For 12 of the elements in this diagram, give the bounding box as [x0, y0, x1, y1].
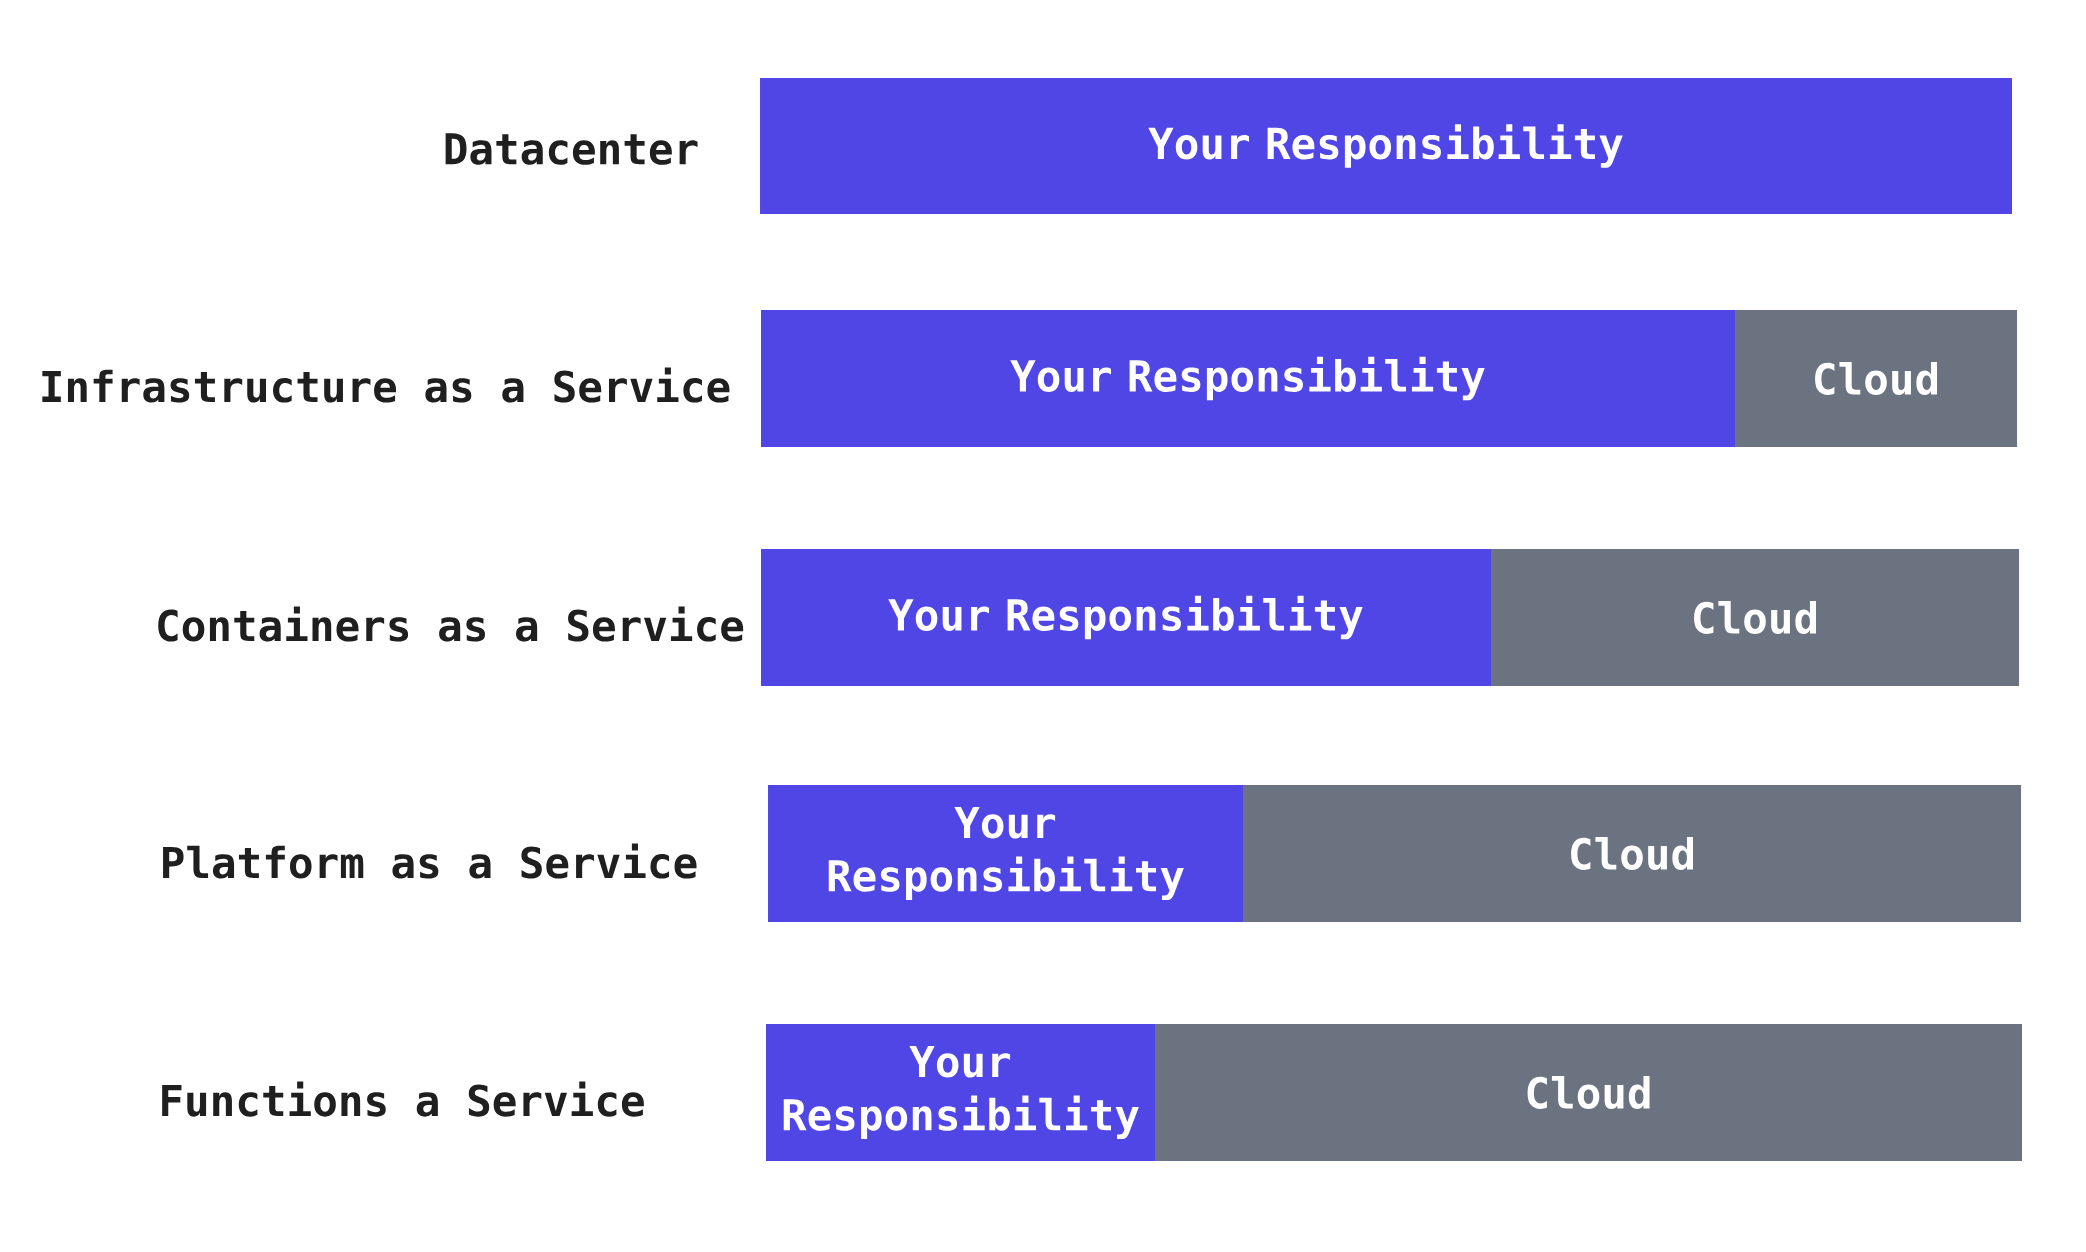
bar-segment: Your Responsibility: [760, 78, 2013, 214]
bar-segment: Cloud: [1243, 785, 2022, 922]
bar-segment: Cloud: [1155, 1024, 2023, 1161]
row-label: Platform as a Service: [163, 843, 697, 879]
bar-segment: Your Responsibility: [761, 549, 1491, 686]
bar-segment: Your Responsibility: [768, 785, 1243, 922]
row-label: Datacenter: [445, 133, 698, 165]
bar-segment: Cloud: [1735, 310, 2018, 447]
bar-segment: Cloud: [1491, 549, 2020, 686]
row-label: Functions a Service: [162, 1081, 644, 1117]
bar-segment: Your Responsibility: [761, 310, 1736, 447]
bar-segment: Your Responsibility: [766, 1024, 1155, 1161]
